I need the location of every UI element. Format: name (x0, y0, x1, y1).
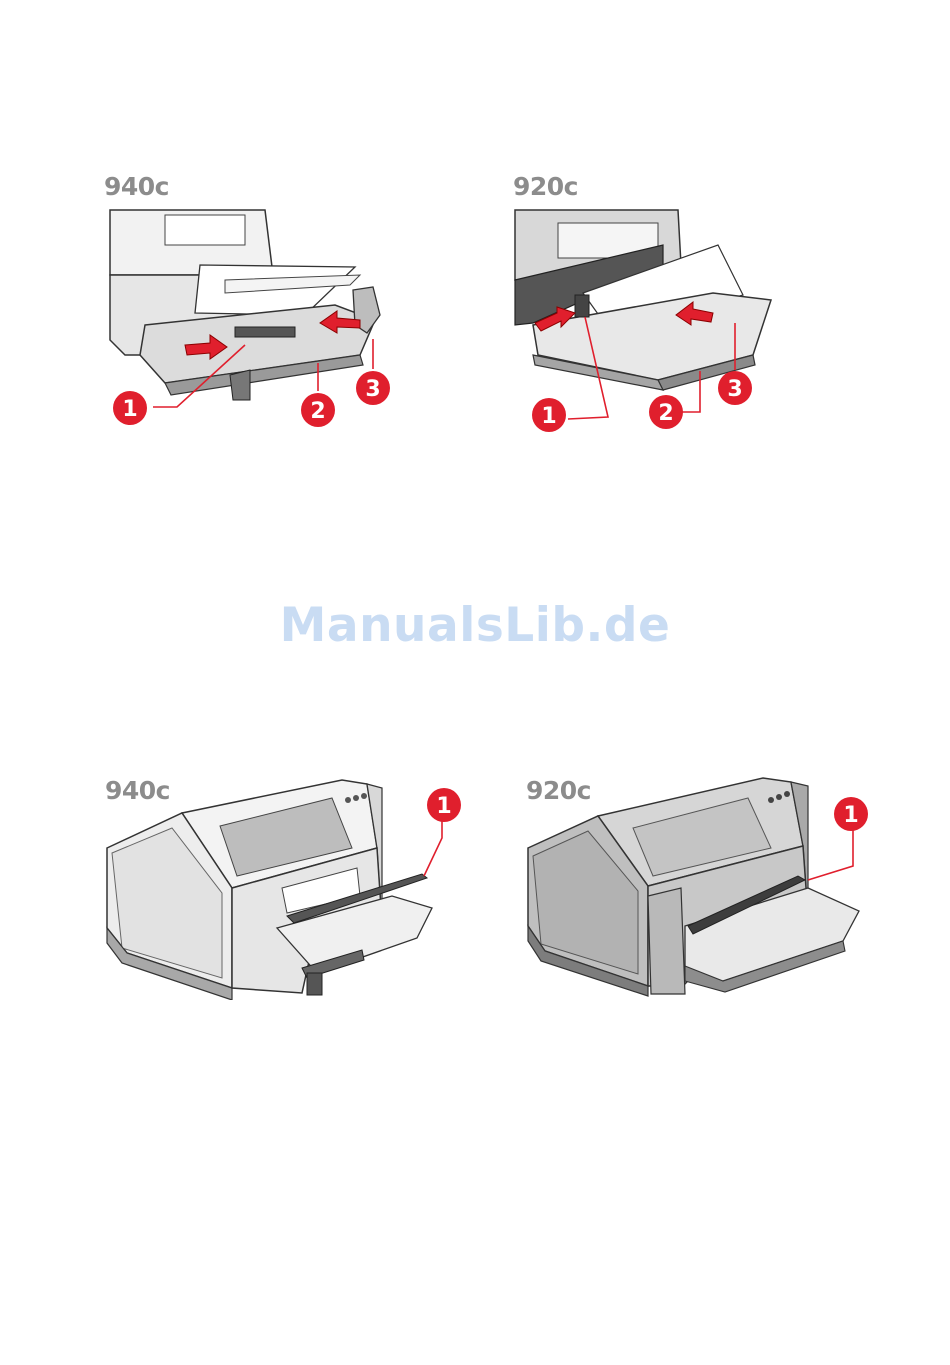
callout-1: 1 (843, 803, 858, 828)
model-label-920c-top: 920c (513, 172, 578, 201)
printer-tray-illustration-920c: 1 2 3 (513, 205, 783, 440)
watermark: ManualsLib.de (0, 598, 950, 653)
printer-illustration-940c: 1 (102, 778, 472, 1000)
callout-1: 1 (436, 794, 451, 819)
callout-2: 2 (658, 401, 673, 426)
printer-illustration-920c: 1 (523, 776, 873, 998)
callout-1: 1 (541, 404, 556, 429)
callout-3: 3 (727, 377, 742, 402)
callout-3: 3 (365, 377, 380, 402)
callout-2: 2 (310, 399, 325, 424)
model-label-940c-top: 940c (104, 172, 169, 201)
printer-tray-illustration-940c: 1 2 3 (105, 205, 405, 440)
callout-1: 1 (122, 397, 137, 422)
